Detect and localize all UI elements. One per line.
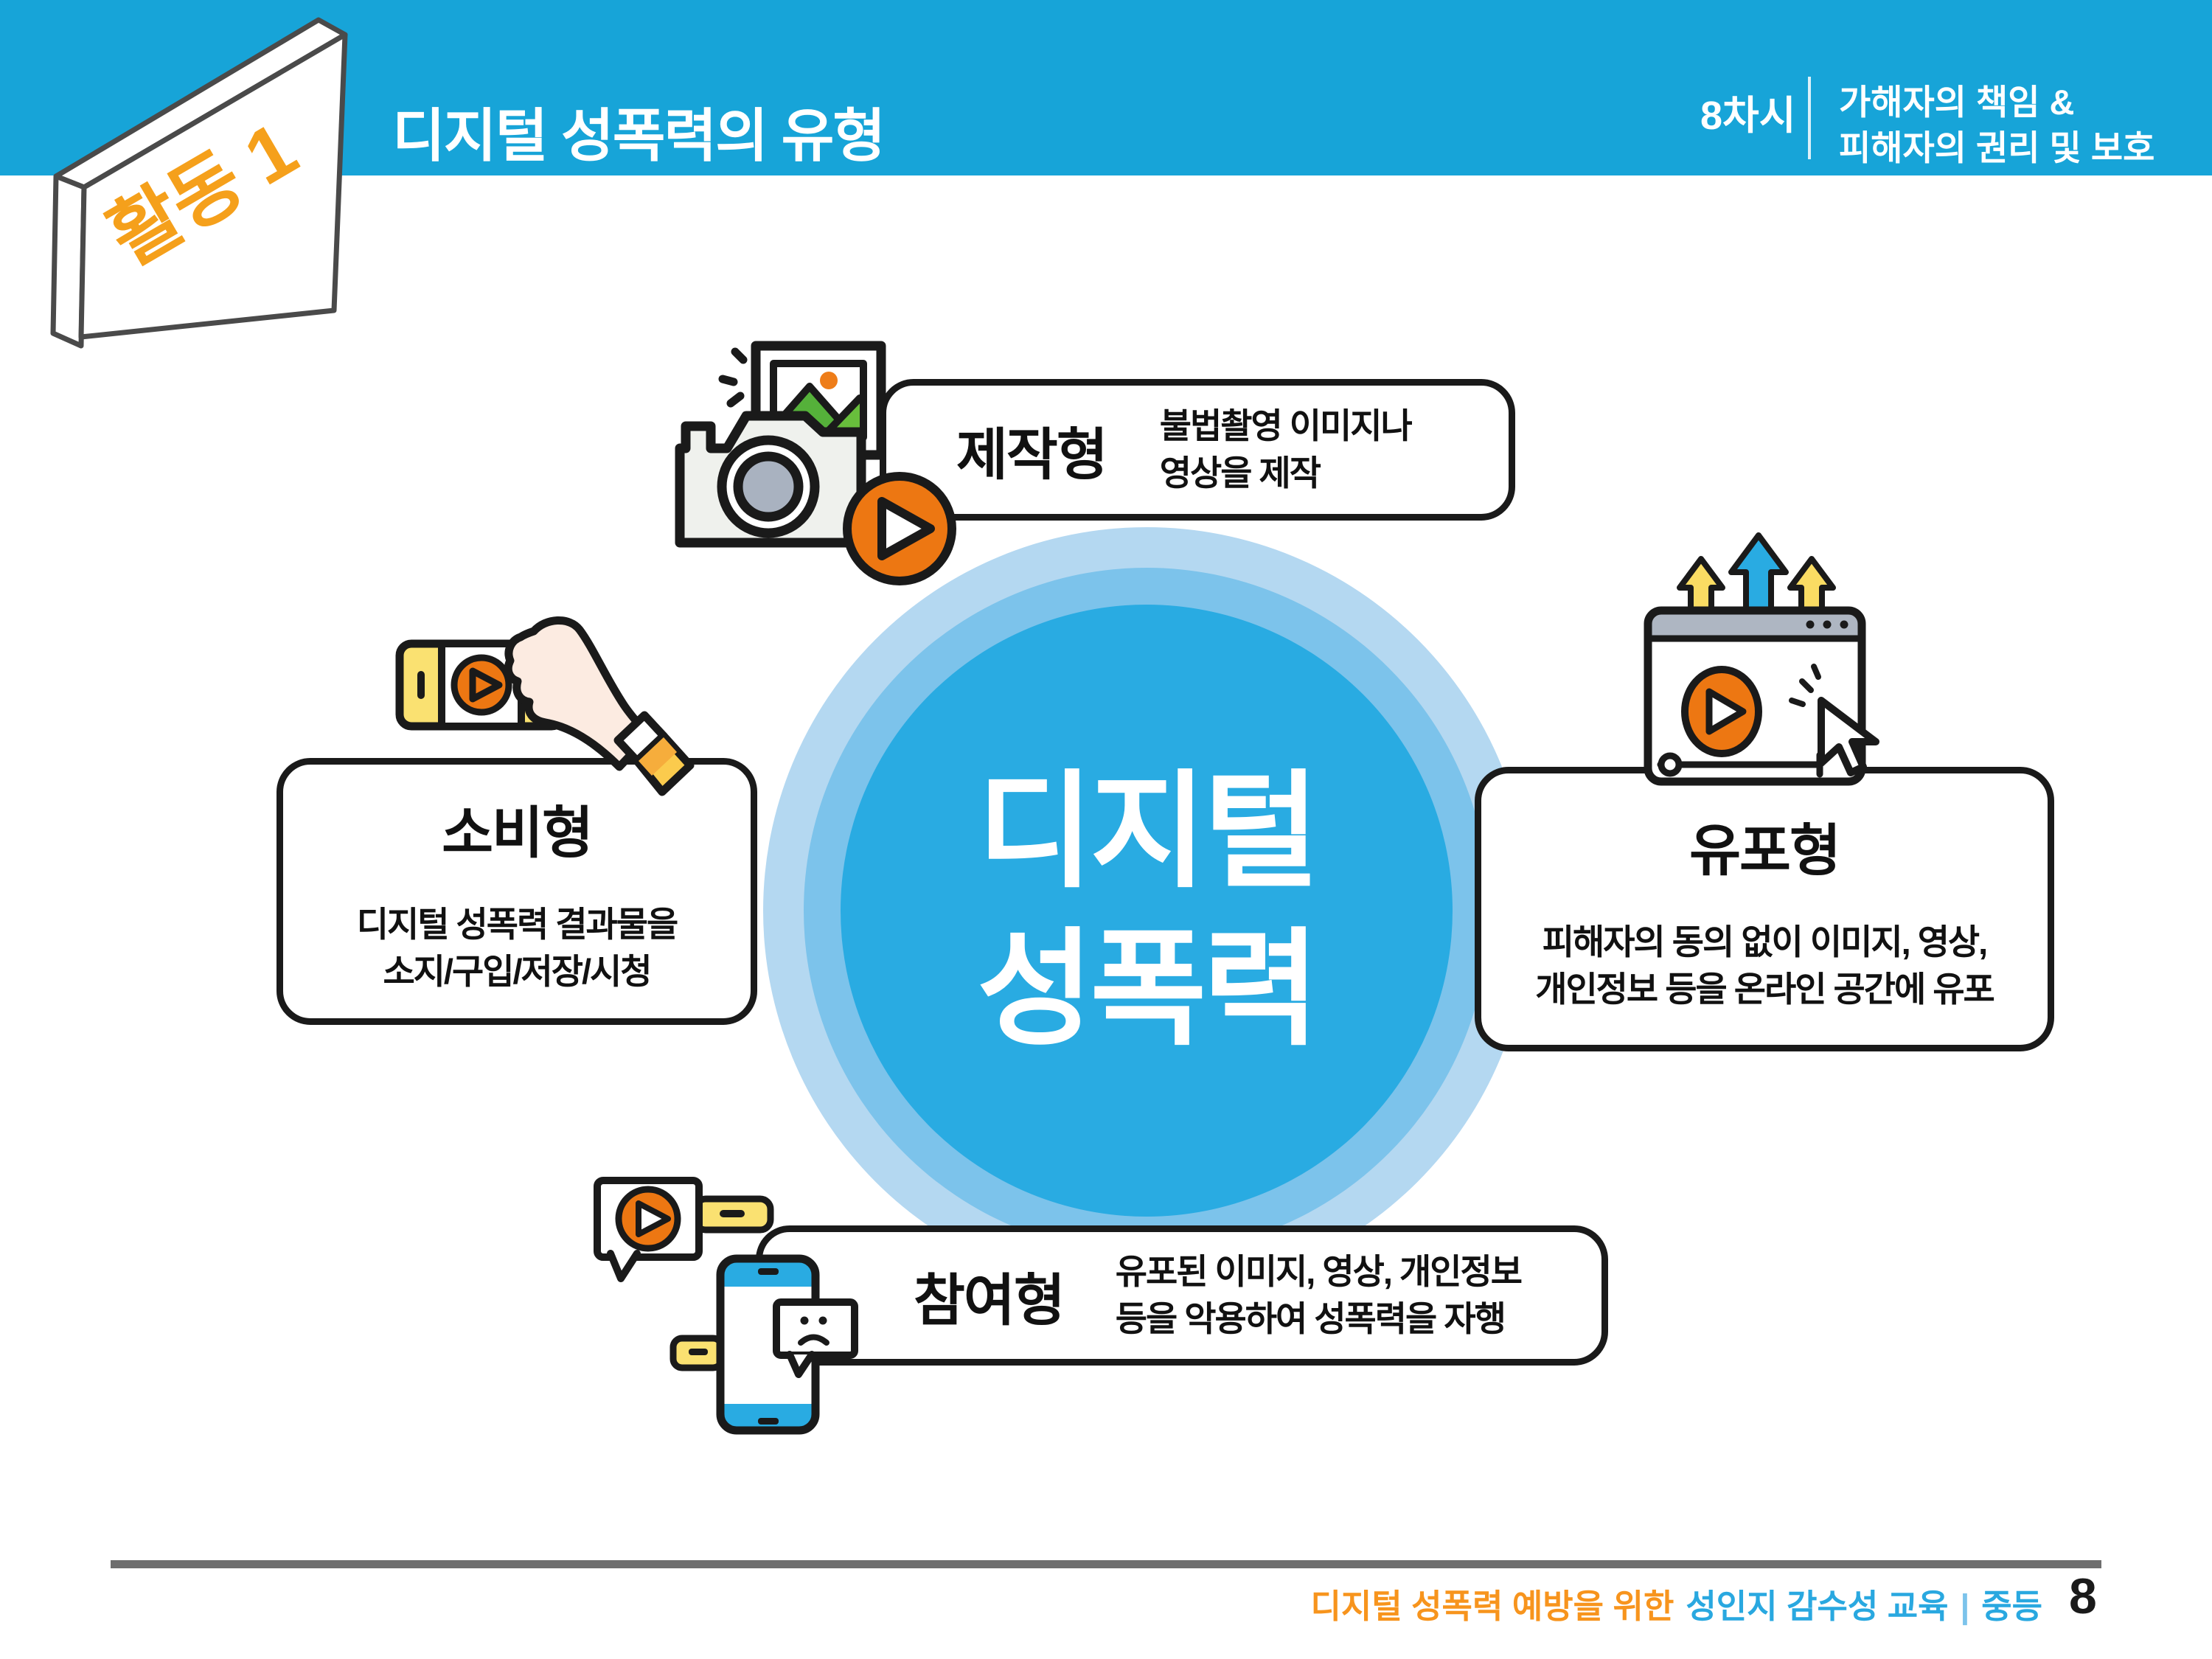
click-spark-icon (1799, 678, 1814, 693)
mountain-icon (821, 394, 860, 434)
play-triangle-icon (1705, 688, 1747, 735)
phone-cap-dash (758, 1418, 779, 1425)
center-title-line1: 디지털 (977, 761, 1320, 902)
footer-divider (111, 1560, 2101, 1568)
click-spark-icon (1811, 664, 1821, 680)
header-divider (1808, 77, 1811, 159)
session-title-line2: 피해자의 권리 및 보호 (1839, 128, 2155, 167)
browser-titlebar (1648, 611, 1862, 639)
footer-caption-level: 중등 (1981, 1587, 2042, 1625)
distribute-label: 유포형 (1689, 820, 1841, 883)
consume-desc-line2: 소지/구입/저장/시청 (383, 952, 652, 991)
click-spark-icon (1789, 698, 1806, 707)
browser-outline (1644, 606, 1866, 786)
consume-desc-line1: 디지털 성폭력 결과물을 (356, 905, 679, 944)
session-number: 8차시 (1700, 94, 1796, 138)
produce-label: 제작형 (956, 424, 1108, 487)
phone-cap-dash (689, 1349, 708, 1355)
callout-produce: 제작형 불법촬영 이미지나 영상을 제작 (880, 379, 1515, 521)
browser-dot (1840, 620, 1848, 629)
speech-bubble-tail (607, 1250, 641, 1282)
sleeve-shade (639, 737, 677, 776)
distribute-desc-line2: 개인정보 등을 온라인 공간에 유포 (1535, 970, 1995, 1009)
produce-desc: 불법촬영 이미지나 영상을 제작 (1159, 403, 1413, 497)
footer-caption: 디지털 성폭력 예방을 위한 성인지 감수성 교육 | 중등 (1310, 1579, 2042, 1627)
produce-desc-line2: 영상을 제작 (1159, 453, 1321, 493)
sad-face-eye (800, 1316, 809, 1325)
flash-spark-icon (731, 347, 748, 364)
footer-caption-blue: 성인지 감수성 교육 (1686, 1587, 1949, 1625)
callout-participate: 참여형 유포된 이미지, 영상, 개인정보 등을 악용하여 성폭력을 자행 (756, 1225, 1608, 1366)
activity-badge: 활동 1 (50, 17, 348, 349)
seek-knob (1658, 752, 1683, 777)
footer-caption-separator: | (1960, 1587, 1970, 1625)
consume-label: 소비형 (442, 802, 594, 865)
distribute-desc: 피해자의 동의 없이 이미지, 영상, 개인정보 등을 온라인 공간에 유포 (1535, 919, 1995, 1013)
phone-cap-dash (720, 1210, 745, 1217)
participate-desc: 유포된 이미지, 영상, 개인정보 등을 악용하여 성폭력을 자행 (1115, 1248, 1523, 1343)
badge-front-face (78, 32, 348, 340)
participate-desc-line1: 유포된 이미지, 영상, 개인정보 (1115, 1252, 1523, 1291)
session-title: 가해자의 책임 & 피해자의 권리 및 보호 (1839, 80, 2154, 171)
session-title-line1: 가해자의 책임 & (1839, 83, 2075, 122)
distribute-desc-line1: 피해자의 동의 없이 이미지, 영상, (1542, 922, 1988, 961)
consume-desc: 디지털 성폭력 결과물을 소지/구입/저장/시청 (356, 901, 679, 995)
play-triangle-icon (636, 1200, 671, 1237)
participate-desc-line2: 등을 악용하여 성폭력을 자행 (1115, 1299, 1506, 1338)
callout-distribute: 유포형 피해자의 동의 없이 이미지, 영상, 개인정보 등을 온라인 공간에 … (1475, 767, 2054, 1051)
browser-dot (1806, 620, 1815, 629)
vertical-phone-bottom-cap (720, 1404, 815, 1430)
hand (504, 616, 653, 771)
speech-bubble (773, 1298, 858, 1359)
center-title-line2: 성폭력 (977, 919, 1320, 1060)
phone-cap-dash (758, 1268, 779, 1275)
play-button-icon (451, 654, 512, 716)
hand-holding-phone-icon (395, 616, 695, 796)
page-number: 8 (2069, 1568, 2097, 1624)
play-triangle-icon (469, 667, 503, 703)
flash-spark-icon (726, 392, 745, 408)
upload-arrow-icon (1728, 532, 1789, 619)
sad-face-eye (818, 1316, 827, 1325)
cursor-icon (1818, 697, 1879, 776)
sad-face-mouth (798, 1334, 830, 1346)
produce-desc-line1: 불법촬영 이미지나 (1159, 406, 1413, 445)
callout-consume: 소비형 디지털 성폭력 결과물을 소지/구입/저장/시청 (276, 758, 757, 1025)
play-triangle-icon (877, 497, 935, 560)
camera-icon (675, 341, 956, 585)
footer-caption-orange: 디지털 성폭력 예방을 위한 (1310, 1587, 1674, 1625)
phone-button (417, 671, 425, 699)
browser-upload-icon (1644, 532, 1879, 786)
center-circle: 디지털 성폭력 (841, 605, 1453, 1217)
flash-spark-icon (718, 375, 738, 386)
badge-side-face (50, 173, 87, 349)
speech-bubble-tail (786, 1351, 815, 1378)
header-bar (0, 0, 2212, 175)
page-title: 디지털 성폭력의 유형 (392, 103, 886, 168)
camera-lens-inner (733, 451, 804, 522)
phones-chat-icon (594, 1177, 858, 1435)
sun-icon (820, 372, 838, 389)
participate-label: 참여형 (914, 1270, 1065, 1332)
browser-dot (1823, 620, 1832, 629)
